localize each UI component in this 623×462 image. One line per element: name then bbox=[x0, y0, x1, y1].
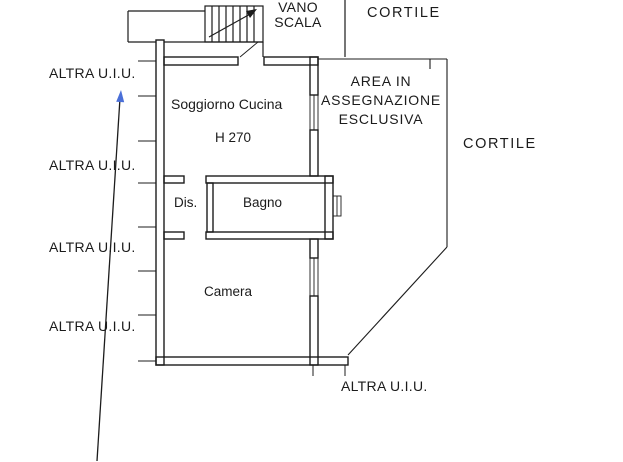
party-wall-ticks-left bbox=[138, 60, 156, 362]
windows bbox=[309, 94, 342, 297]
exclusive-area-label: AREA IN ASSEGNAZIONE ESCLUSIVA bbox=[316, 72, 446, 129]
exclusive-area-boundary bbox=[318, 58, 448, 356]
neighbor-unit-label-left-3: ALTRA U.I.U. bbox=[49, 239, 136, 255]
stairwell-label-line1: VANO bbox=[278, 0, 318, 15]
neighbor-unit-label-left-4: ALTRA U.I.U. bbox=[49, 318, 136, 334]
room-label-bath: Bagno bbox=[243, 195, 283, 210]
stair-direction-arrow-icon bbox=[208, 9, 257, 38]
courtyard-label-top: CORTILE bbox=[367, 5, 441, 21]
room-label-hall: Dis. bbox=[174, 195, 198, 210]
courtyard-label-right: CORTILE bbox=[463, 136, 537, 152]
neighbor-unit-label-left-1: ALTRA U.I.U. bbox=[49, 65, 136, 81]
party-wall-ticks-bottom bbox=[312, 365, 346, 376]
stairwell-label: VANO SCALA bbox=[266, 0, 330, 31]
exclusive-area-line3: ESCLUSIVA bbox=[338, 111, 424, 127]
door-jambs bbox=[183, 176, 207, 239]
neighbor-unit-label-left-2: ALTRA U.I.U. bbox=[49, 157, 136, 173]
ceiling-height-label: H 270 bbox=[215, 130, 252, 145]
blue-annotation-arrow-icon bbox=[96, 90, 125, 462]
neighbor-unit-label-bottom: ALTRA U.I.U. bbox=[341, 378, 428, 394]
exclusive-area-line1: AREA IN bbox=[350, 73, 412, 89]
room-label-bedroom: Camera bbox=[204, 284, 253, 299]
entrance-door bbox=[237, 41, 265, 65]
room-label-living-kitchen: Soggiorno Cucina bbox=[171, 96, 283, 112]
stairwell-label-line2: SCALA bbox=[274, 14, 322, 31]
exclusive-area-line2: ASSEGNAZIONE bbox=[320, 92, 442, 108]
stairwell-structure bbox=[127, 5, 264, 57]
